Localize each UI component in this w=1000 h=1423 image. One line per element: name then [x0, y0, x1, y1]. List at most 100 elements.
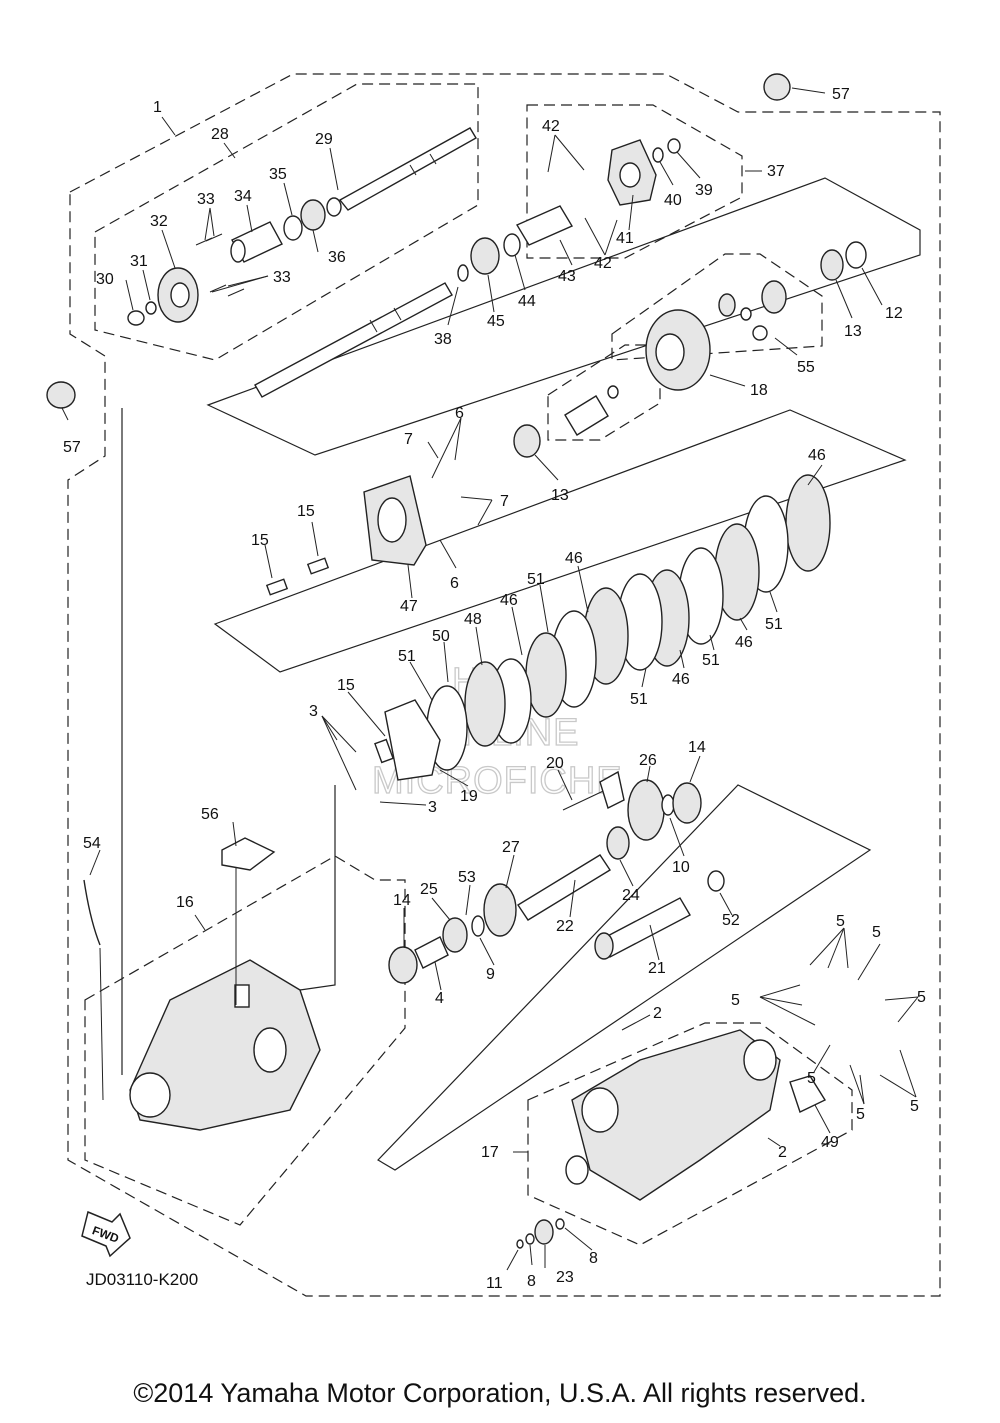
callout-14-left: 14: [393, 892, 411, 909]
gear-housing-18: [645, 309, 711, 391]
callout-50: 50: [432, 628, 450, 645]
leader-lines: [61, 87, 919, 1271]
bracket-41: [607, 139, 657, 206]
transmission-case-17: [571, 1029, 781, 1201]
callout-5-g: 5: [910, 1098, 919, 1115]
callout-42-lower: 42: [594, 255, 612, 272]
collar-4: [414, 936, 449, 969]
boundary-case-link: [299, 785, 336, 991]
callout-51-d: 51: [527, 571, 545, 588]
callout-5-c: 5: [731, 992, 740, 1009]
callout-56: 56: [201, 806, 219, 823]
callout-33-upper: 33: [197, 191, 215, 208]
plate-49: [789, 1075, 827, 1113]
washer-10: [661, 794, 675, 816]
callout-52: 52: [722, 912, 740, 929]
callout-15-a: 15: [297, 503, 315, 520]
callout-45: 45: [487, 313, 505, 330]
callout-8-right: 8: [589, 1250, 598, 1267]
callout-41: 41: [616, 230, 634, 247]
bearing-13-mid: [513, 424, 541, 458]
shaft-22: [517, 854, 611, 921]
nut-39: [667, 138, 681, 154]
washer-8a: [525, 1233, 535, 1245]
circlip-44: [503, 233, 521, 257]
boundary-shaft-panel: [206, 177, 921, 456]
callout-53: 53: [458, 869, 476, 886]
gear-24: [606, 826, 630, 860]
callout-48: 48: [464, 611, 482, 628]
callout-18: 18: [750, 382, 768, 399]
sleeve-34: [230, 221, 283, 263]
callout-6-upper: 6: [455, 405, 464, 422]
callout-21: 21: [648, 960, 666, 977]
callout-3-lower: 3: [428, 799, 437, 816]
callout-17: 17: [481, 1144, 499, 1161]
callout-9: 9: [486, 966, 495, 983]
plate-47: [363, 475, 427, 566]
gear-27: [483, 883, 517, 937]
callout-16: 16: [176, 894, 194, 911]
callout-25: 25: [420, 881, 438, 898]
callout-14-right: 14: [688, 739, 706, 756]
seal-36b: [326, 197, 342, 217]
callout-51-c: 51: [630, 691, 648, 708]
shaft-21: [594, 897, 691, 960]
callout-46-e: 46: [500, 592, 518, 609]
cap-57-top: [763, 73, 791, 101]
callout-51-a: 51: [765, 616, 783, 633]
callout-11: 11: [486, 1275, 503, 1292]
callout-40: 40: [664, 192, 682, 209]
drive-shaft-lower: [254, 282, 453, 398]
boundary-bracket-37: [526, 104, 743, 259]
parts: [46, 73, 867, 1249]
circlip-52: [707, 870, 725, 892]
callouts: 1 28 29 35 34 33 32 33 31 30 36 42 37 39…: [63, 86, 926, 1292]
callout-46-d: 46: [565, 550, 583, 567]
pinion-shaft: [564, 385, 619, 436]
callout-22: 22: [556, 918, 574, 935]
washer-38a: [457, 264, 469, 282]
shift-fork-20: [562, 770, 625, 811]
callout-47: 47: [400, 598, 418, 615]
callout-23: 23: [556, 1269, 574, 1286]
bearing-36: [300, 199, 326, 231]
copyright-notice: ©2014 Yamaha Motor Corporation, U.S.A. A…: [133, 1378, 867, 1408]
cap-57-left: [46, 381, 76, 409]
springs-15: [265, 557, 394, 764]
collar-43: [515, 205, 574, 246]
callout-38: 38: [434, 331, 452, 348]
callout-15-c: 15: [337, 677, 355, 694]
callout-5-b: 5: [872, 924, 881, 941]
callout-26: 26: [639, 752, 657, 769]
washer-8b: [555, 1218, 565, 1230]
clip-11: [516, 1239, 524, 1249]
bearing-14-left: [388, 946, 418, 984]
boundary-case-17: [527, 1022, 853, 1246]
callout-27: 27: [502, 839, 520, 856]
callout-12: 12: [885, 305, 903, 322]
callout-4: 4: [435, 990, 444, 1007]
gear-26: [627, 779, 665, 841]
callout-32: 32: [150, 213, 168, 230]
diagram-code: JD03110-K200: [86, 1270, 198, 1289]
boundary-shaft-28: [94, 83, 479, 361]
callout-46-c: 46: [672, 671, 690, 688]
callout-24: 24: [622, 887, 640, 904]
seal-lower: [565, 1155, 589, 1185]
callout-46-b: 46: [735, 634, 753, 651]
bearing-14-right: [672, 782, 702, 824]
hose-54: [83, 879, 101, 946]
callout-57-left: 57: [63, 439, 81, 456]
callout-35: 35: [269, 166, 287, 183]
callout-55: 55: [797, 359, 815, 376]
callout-31: 31: [130, 253, 148, 270]
callout-34: 34: [234, 188, 252, 205]
callout-3-upper: 3: [309, 703, 318, 720]
callout-7-upper: 7: [404, 431, 413, 448]
callout-37: 37: [767, 163, 785, 180]
callout-36: 36: [328, 249, 346, 266]
callout-6-lower: 6: [450, 575, 459, 592]
callout-33-lower: 33: [273, 269, 291, 286]
